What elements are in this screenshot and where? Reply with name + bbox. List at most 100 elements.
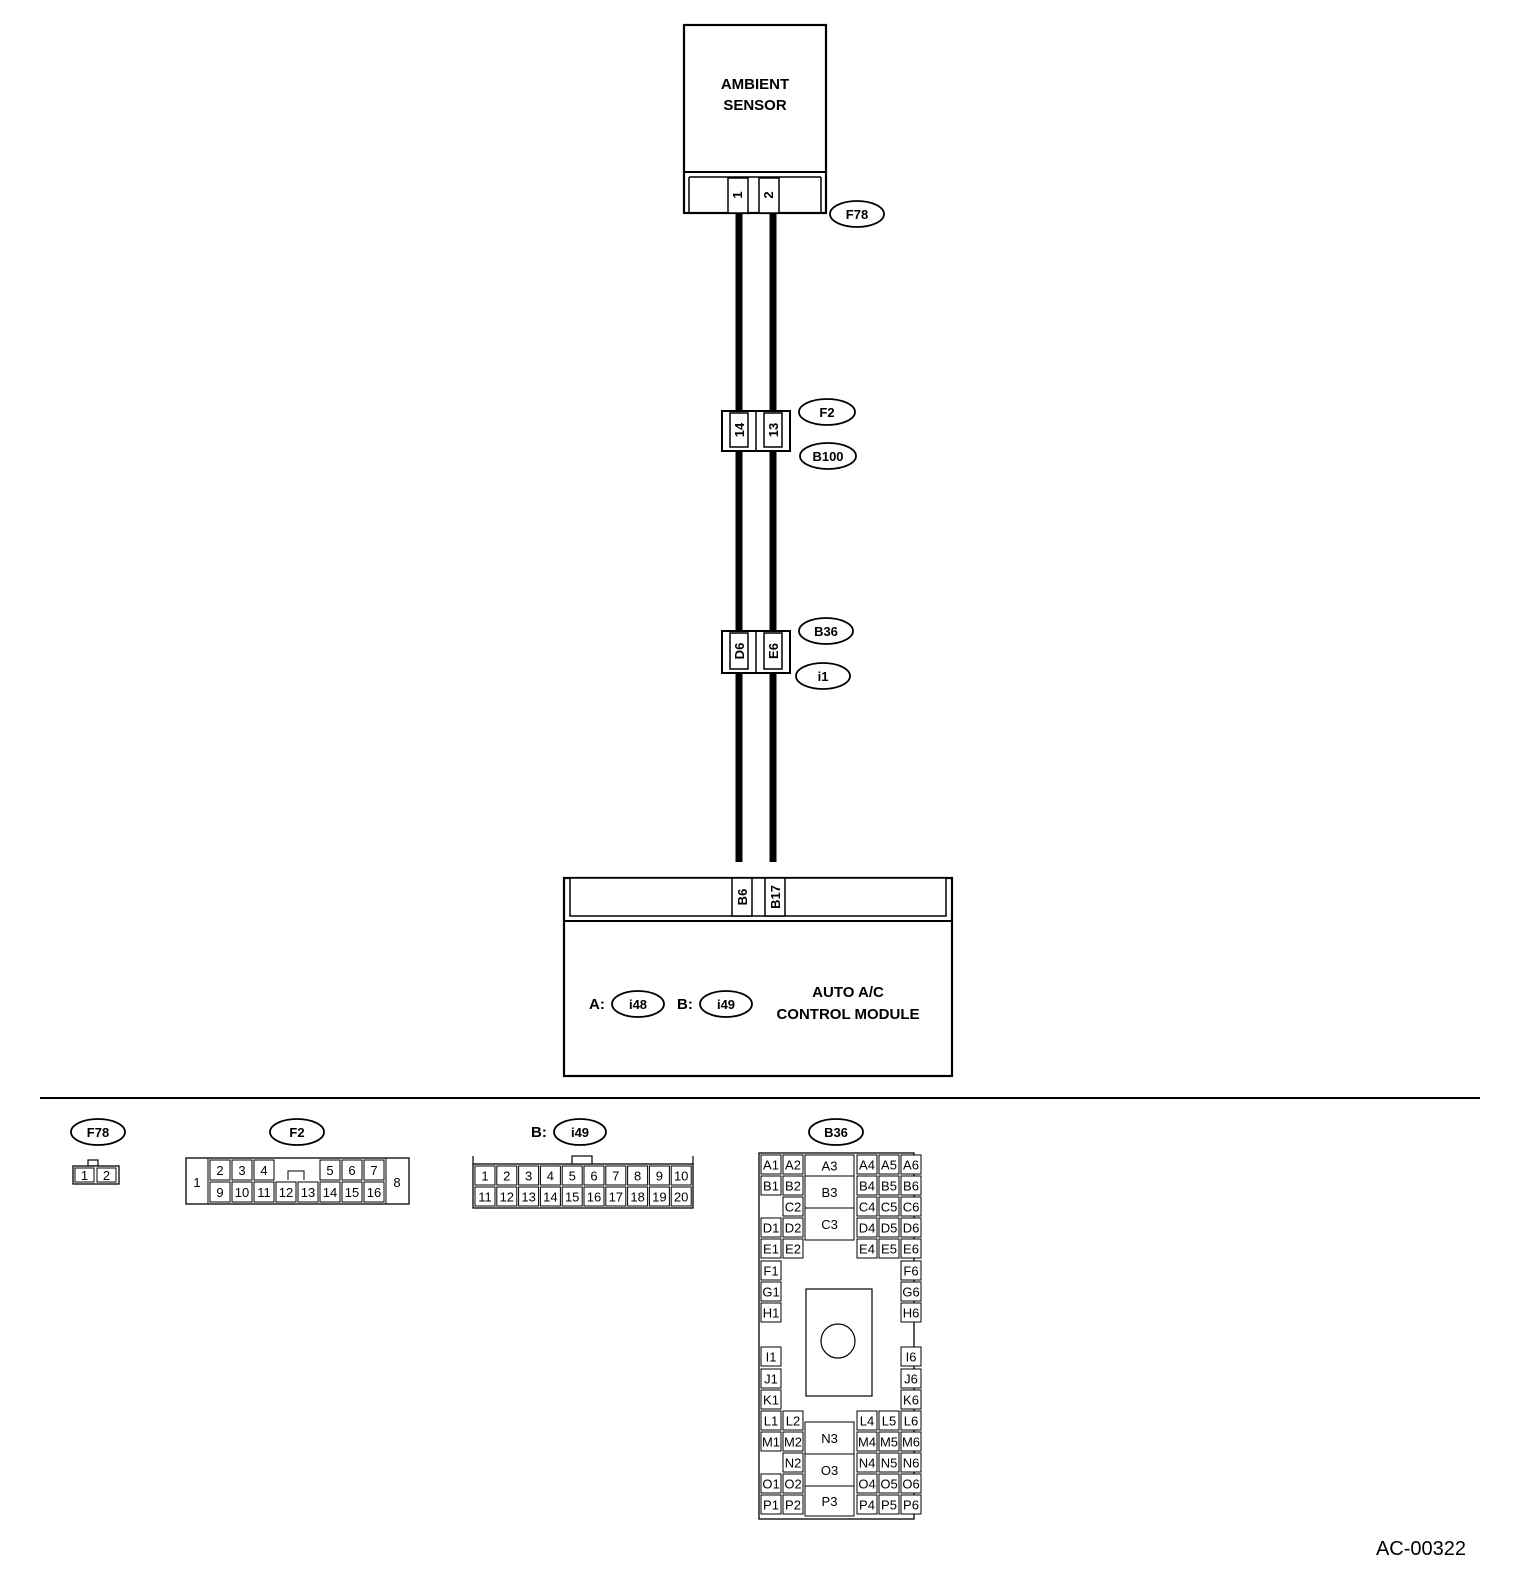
view-b36-pin-cell bbox=[760, 1260, 782, 1281]
svg-text:B36: B36 bbox=[814, 624, 838, 639]
view-b36-pin: M6 bbox=[902, 1435, 920, 1450]
connector-i1-label: i1 bbox=[795, 662, 851, 690]
view-f2-pin: 4 bbox=[260, 1163, 267, 1178]
view-b36-pin: L4 bbox=[860, 1414, 874, 1429]
view-b36-pin: F6 bbox=[903, 1264, 918, 1279]
view-i49-title: i49 bbox=[571, 1125, 589, 1140]
view-b36-pin: L1 bbox=[764, 1414, 778, 1429]
view-b36-pin-cell bbox=[760, 1473, 782, 1494]
view-b36-pin-cell bbox=[878, 1452, 900, 1473]
view-i49-pin-cell bbox=[583, 1165, 605, 1186]
view-b36-pin: P5 bbox=[881, 1498, 897, 1513]
view-b36-pin-cell bbox=[856, 1494, 878, 1515]
view-b36-pin: J6 bbox=[904, 1372, 918, 1387]
view-b36-pin: M5 bbox=[880, 1435, 898, 1450]
view-b36-pin: B1 bbox=[763, 1179, 779, 1194]
view-f2-pin: 9 bbox=[216, 1185, 223, 1200]
view-f2-pin: 2 bbox=[216, 1163, 223, 1178]
view-i49-pin: 13 bbox=[521, 1190, 535, 1205]
view-i49-pin-cell bbox=[496, 1165, 518, 1186]
figure-id: AC-00322 bbox=[1376, 1538, 1466, 1560]
view-i49-pin: 16 bbox=[587, 1190, 601, 1205]
view-b36-pin: N4 bbox=[859, 1456, 876, 1471]
view-b36-pin: L6 bbox=[904, 1414, 918, 1429]
view-b36-pin-cell bbox=[856, 1452, 878, 1473]
view-i49-pin-cell bbox=[605, 1186, 627, 1207]
view-b36-pin-cell bbox=[900, 1281, 922, 1302]
view-b36-pin: C2 bbox=[785, 1200, 802, 1215]
view-b36-pin-cell bbox=[900, 1452, 922, 1473]
view-b36-pin: D6 bbox=[903, 1221, 920, 1236]
view-b36-pin-cell bbox=[878, 1238, 900, 1259]
view-b36-pin: D1 bbox=[763, 1221, 780, 1236]
view-i49-pin: 3 bbox=[525, 1169, 532, 1184]
view-b36-pin: I6 bbox=[906, 1350, 917, 1365]
view-i49-pin-cell bbox=[627, 1186, 649, 1207]
f2-pin-14: 14 bbox=[732, 422, 747, 437]
view-b36-pin-cell bbox=[900, 1196, 922, 1217]
view-i49-pin-cell bbox=[518, 1165, 540, 1186]
module-pin-b17: B17 bbox=[768, 885, 783, 909]
view-b36-pin: I1 bbox=[766, 1350, 777, 1365]
view-i49-pin: 8 bbox=[634, 1169, 641, 1184]
module-title-line2: CONTROL MODULE bbox=[776, 1006, 919, 1023]
view-i49-pin-cell bbox=[605, 1165, 627, 1186]
sensor-pin-2: 2 bbox=[761, 191, 776, 198]
view-b36-pin-cell bbox=[760, 1368, 782, 1389]
view-i49-pin: 2 bbox=[503, 1169, 510, 1184]
svg-text:i1: i1 bbox=[818, 669, 829, 684]
view-f2-pin: 16 bbox=[367, 1185, 381, 1200]
view-b36-pin-cell bbox=[856, 1410, 878, 1431]
view-i49-pin-cell bbox=[627, 1165, 649, 1186]
view-i49-pin: 10 bbox=[674, 1169, 688, 1184]
view-b36-pin: N6 bbox=[903, 1456, 920, 1471]
view-b36-pin-cell bbox=[760, 1217, 782, 1238]
view-i49-pin-cell bbox=[518, 1186, 540, 1207]
view-b36-pin: P4 bbox=[859, 1498, 875, 1513]
view-b36-pin-cell bbox=[760, 1389, 782, 1410]
view-b36-pin-cell bbox=[782, 1410, 804, 1431]
connector-b100-label: B100 bbox=[799, 442, 857, 470]
view-f78-pin: 1 bbox=[81, 1168, 88, 1183]
view-i49-pin-cell bbox=[561, 1165, 583, 1186]
view-b36-pin: G6 bbox=[902, 1285, 919, 1300]
view-b36-pin: F1 bbox=[763, 1264, 778, 1279]
view-b36-pin: B2 bbox=[785, 1179, 801, 1194]
view-b36-pin: O2 bbox=[784, 1477, 801, 1492]
module-a-prefix: A: bbox=[589, 996, 605, 1013]
sensor-pin-1: 1 bbox=[730, 191, 745, 198]
view-b36-pin-cell bbox=[878, 1431, 900, 1452]
view-b36-pin: C5 bbox=[881, 1200, 898, 1215]
view-b36-pin-cell bbox=[804, 1175, 855, 1209]
module-b-prefix: B: bbox=[677, 996, 693, 1013]
view-f2-pin: 13 bbox=[301, 1185, 315, 1200]
view-f2-pin: 7 bbox=[370, 1163, 377, 1178]
sensor-title-line1: AMBIENT bbox=[721, 76, 789, 93]
view-b36-pin: P6 bbox=[903, 1498, 919, 1513]
view-b36-pin-cell bbox=[856, 1238, 878, 1259]
view-f2-pin: 3 bbox=[238, 1163, 245, 1178]
view-b36-pin-cell bbox=[900, 1389, 922, 1410]
view-b36-pin: O1 bbox=[762, 1477, 779, 1492]
view-i49-pin: 6 bbox=[590, 1169, 597, 1184]
view-b36-pin-cell bbox=[878, 1175, 900, 1196]
view-i49-pin: 7 bbox=[612, 1169, 619, 1184]
view-f2-pin: 1 bbox=[193, 1175, 200, 1190]
view-i49-pin: 4 bbox=[547, 1169, 554, 1184]
view-f78-title: F78 bbox=[87, 1125, 109, 1140]
view-b36-pin-cell bbox=[900, 1217, 922, 1238]
view-b36-pin: M1 bbox=[762, 1435, 780, 1450]
wires bbox=[735, 213, 777, 862]
view-f2-pin: 10 bbox=[235, 1185, 249, 1200]
view-i49-pin: 12 bbox=[500, 1190, 514, 1205]
view-b36-pin-cell bbox=[856, 1431, 878, 1452]
view-f2-pin: 12 bbox=[279, 1185, 293, 1200]
svg-text:B100: B100 bbox=[812, 449, 843, 464]
view-b36-pin: D4 bbox=[859, 1221, 876, 1236]
view-b36-pin: J1 bbox=[764, 1372, 778, 1387]
connector-b36-label: B36 bbox=[798, 617, 854, 645]
view-b36-pin-cell bbox=[878, 1473, 900, 1494]
b36-pin-d6: D6 bbox=[732, 643, 747, 660]
view-b36-pin: N2 bbox=[785, 1456, 802, 1471]
